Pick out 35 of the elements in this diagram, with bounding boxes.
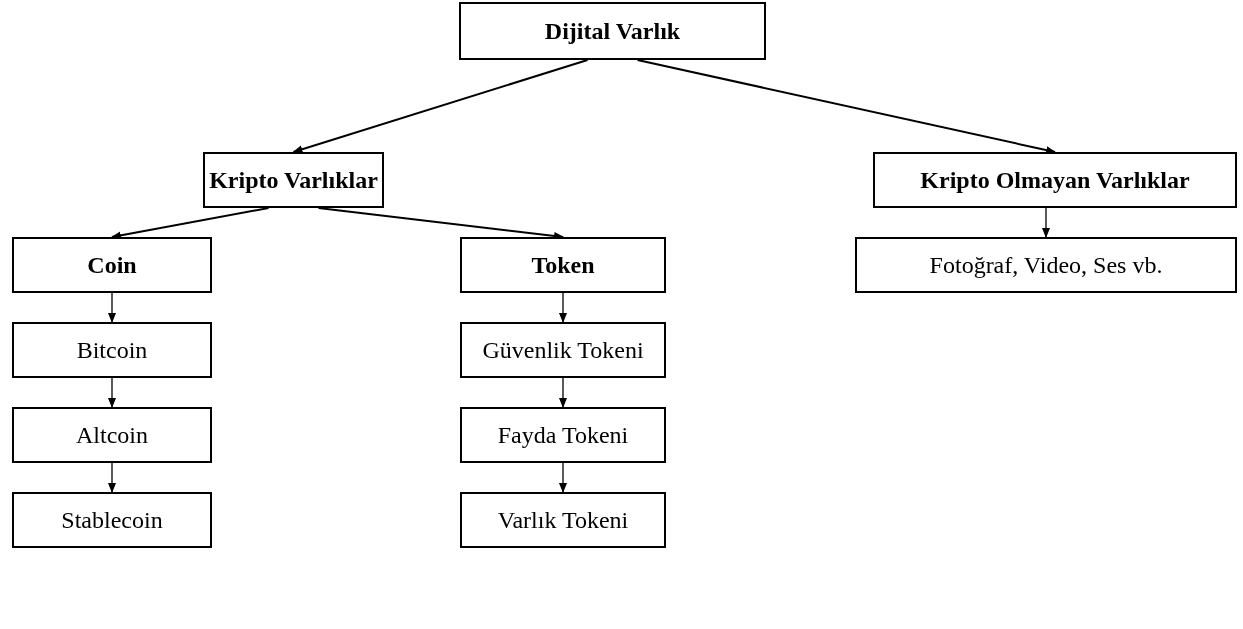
node-label: Altcoin: [76, 421, 148, 450]
arrow: [108, 377, 116, 408]
node-label: Varlık Tokeni: [497, 506, 629, 535]
arrow: [111, 207, 270, 240]
arrow: [108, 292, 116, 323]
arrow: [1042, 207, 1050, 238]
arrow: [108, 462, 116, 493]
category-box: [203, 152, 384, 208]
arrow: [559, 462, 567, 493]
arrow: [636, 59, 1056, 154]
node-label: Güvenlik Tokeni: [482, 336, 644, 365]
category-box: [459, 2, 766, 60]
category-box: [873, 152, 1237, 208]
item-box: [12, 407, 212, 463]
node-label: Fotoğraf, Video, Ses vb.: [929, 251, 1163, 280]
node-label: Fayda Tokeni: [497, 421, 629, 450]
node-label: Kripto Varlıklar: [209, 166, 378, 195]
item-box: [460, 492, 666, 548]
arrow: [317, 207, 564, 240]
item-box: [855, 237, 1237, 293]
category-box: [460, 237, 666, 293]
node-label: Dijital Varlık: [544, 17, 681, 46]
item-box: [460, 407, 666, 463]
arrow: [292, 59, 589, 154]
arrow: [559, 377, 567, 408]
item-box: [460, 322, 666, 378]
node-label: Kripto Olmayan Varlıklar: [920, 166, 1190, 195]
category-box: [12, 237, 212, 293]
node-label: Bitcoin: [76, 336, 148, 365]
item-box: [12, 492, 212, 548]
item-box: [12, 322, 212, 378]
arrow: [559, 292, 567, 323]
node-label: Coin: [87, 251, 137, 280]
node-label: Token: [531, 251, 595, 280]
node-label: Stablecoin: [61, 506, 163, 535]
